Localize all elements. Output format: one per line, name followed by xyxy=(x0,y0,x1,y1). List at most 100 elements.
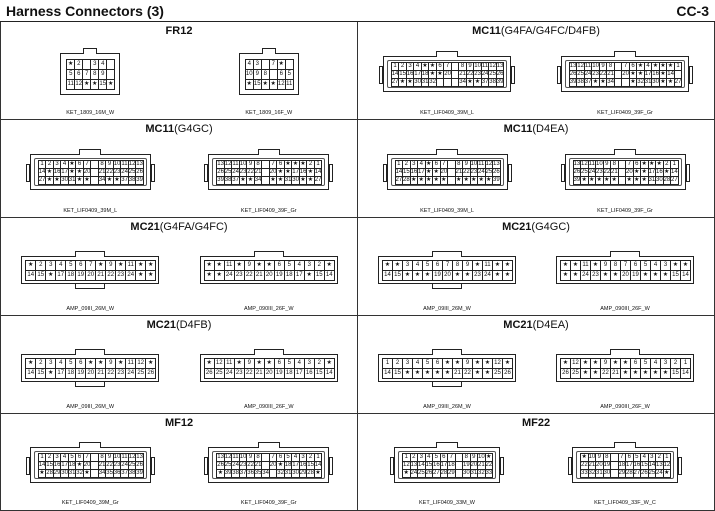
pin-cell xyxy=(444,79,452,87)
pin-cell: 2 xyxy=(671,359,681,369)
pin-cell: 9 xyxy=(106,359,117,369)
pin-cell: ★ xyxy=(663,169,671,177)
pin-cell: 21 xyxy=(254,369,265,379)
pin-cell: 3 xyxy=(299,454,308,462)
pin-cell: ★ xyxy=(659,63,668,71)
pin-cell: 23 xyxy=(239,462,248,470)
pin-cell: 8 xyxy=(611,161,619,169)
pin-cell: 7 xyxy=(618,454,626,462)
pin-cell: 11 xyxy=(121,161,129,169)
pin-cell xyxy=(83,60,92,70)
pin-cell: 8 xyxy=(254,454,263,462)
pin-cell: 26 xyxy=(641,470,649,478)
pin-cell: ★ xyxy=(277,169,285,177)
pin-cell: ★ xyxy=(681,261,691,271)
pin-cell: 34 xyxy=(254,177,263,185)
pin-cell: 10 xyxy=(592,63,600,71)
pin-cell: 22 xyxy=(106,271,117,281)
pin-cell: 1 xyxy=(663,454,671,462)
pin-cell: 31 xyxy=(470,470,478,478)
pin-cell: ★ xyxy=(659,79,668,87)
pin-cell: ★ xyxy=(324,261,335,271)
pin-cell: 26 xyxy=(561,369,571,379)
pin-cell: 25 xyxy=(493,369,503,379)
pin-cell: 25 xyxy=(571,369,581,379)
pin-cell: 2 xyxy=(399,63,407,71)
connector-shell xyxy=(386,60,508,88)
pin-cell: ★ xyxy=(239,177,248,185)
pin-cell: ★ xyxy=(443,369,453,379)
pin-cell: ★ xyxy=(663,470,671,478)
pin-cell: 1 xyxy=(674,63,683,71)
pin-cell: 1 xyxy=(403,454,411,462)
pin-cell: 10 xyxy=(239,161,248,169)
pin-cell: 7 xyxy=(83,161,92,169)
pin-cell: 30 xyxy=(292,177,300,185)
pin-cell: 3 xyxy=(304,261,315,271)
pin-cell: ★ xyxy=(403,271,413,281)
pin-cell: ★ xyxy=(503,271,513,281)
connector-latch-left xyxy=(204,457,209,475)
pin-cell: 15 xyxy=(314,369,325,379)
pin-cell: 17 xyxy=(648,169,656,177)
pin-cell: 39 xyxy=(496,79,505,87)
pin-cell: 20 xyxy=(440,169,448,177)
pin-cell: ★ xyxy=(83,80,92,90)
pin-cell: ★ xyxy=(399,79,407,87)
pin-cell: 11 xyxy=(584,63,593,71)
pin-cell: 39 xyxy=(136,177,144,185)
pin-cell: ★ xyxy=(234,261,245,271)
pin-cell: 8 xyxy=(611,261,621,271)
pin-cell: 1 xyxy=(38,454,47,462)
pin-cell: 10 xyxy=(245,70,254,80)
pin-cell: 28 xyxy=(403,177,411,185)
pin-cell: ★ xyxy=(581,359,591,369)
pin-cell: 2 xyxy=(36,359,47,369)
pin-cell: 7 xyxy=(269,60,278,70)
pin-cell: 15 xyxy=(641,462,649,470)
pin-cell: 5 xyxy=(284,454,293,462)
pin-cell: 4 xyxy=(641,454,649,462)
cell-title-suffix: (G4GC) xyxy=(174,123,213,135)
pin-cell: 4 xyxy=(245,60,254,70)
connector-lock-tab xyxy=(79,442,102,448)
pin-cell: ★ xyxy=(443,359,453,369)
pin-cell: 20 xyxy=(86,271,97,281)
pin-cell: 13 xyxy=(496,63,505,71)
pin-cell: 37 xyxy=(232,177,240,185)
pin-cell xyxy=(91,161,99,169)
pin-cell: 20 xyxy=(264,369,275,379)
pin-cell: 38 xyxy=(232,470,240,478)
cell-title: MC21(D4EA) xyxy=(358,319,714,331)
pin-cell: 29 xyxy=(299,470,308,478)
connector-shell xyxy=(576,451,674,479)
connector-lock-tab xyxy=(610,349,640,355)
cell-title: MC11(G4GC) xyxy=(1,123,357,135)
pin-cell xyxy=(91,462,99,470)
pin-cell: 23 xyxy=(592,71,600,79)
pin-cell: ★ xyxy=(277,60,286,70)
pin-cell xyxy=(618,169,626,177)
pin-cell: 8 xyxy=(261,70,270,80)
pin-cell: ★ xyxy=(107,80,116,90)
pin-cell: ★ xyxy=(284,161,293,169)
pin-cell: 27 xyxy=(314,177,323,185)
pin-cell: ★ xyxy=(277,177,285,185)
pin-cell: 38 xyxy=(577,79,585,87)
connector-latch-left xyxy=(390,457,394,475)
connector-latch-right xyxy=(689,66,694,84)
pin-cell: 16 xyxy=(53,462,62,470)
pin-cell: ★ xyxy=(425,169,433,177)
pin-cell: ★ xyxy=(478,177,486,185)
pin-cell: 11 xyxy=(483,261,493,271)
pin-cell: 34 xyxy=(98,177,107,185)
pin-cell: ★ xyxy=(46,369,57,379)
pin-cell: 14 xyxy=(26,369,37,379)
pin-cell xyxy=(451,63,460,71)
pin-cell: 34 xyxy=(98,470,107,478)
